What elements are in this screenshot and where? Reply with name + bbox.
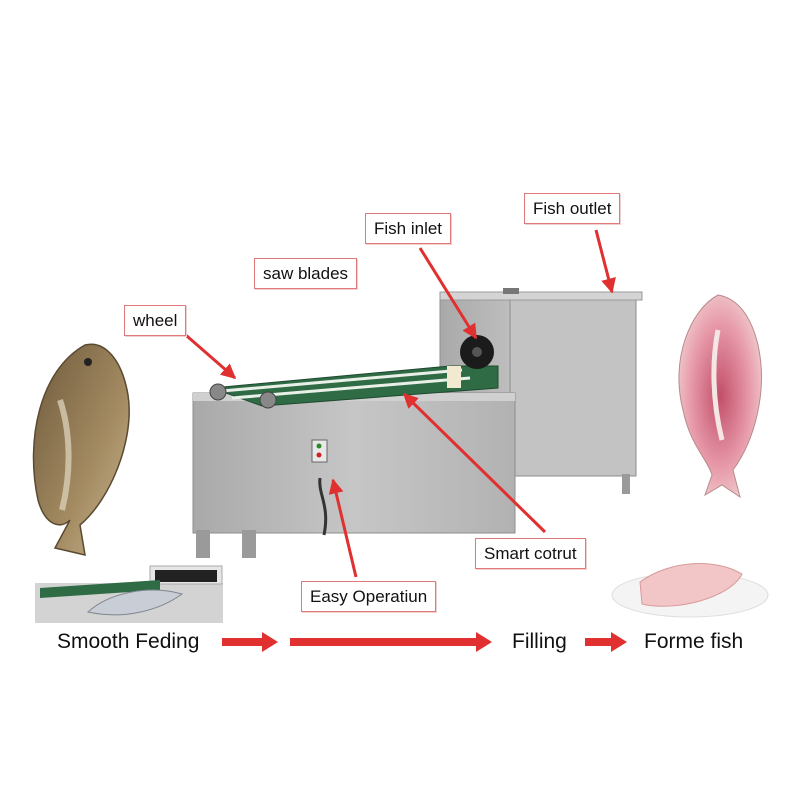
- easy-operation-label: Easy Operatiun: [301, 581, 437, 612]
- process-arrows: [222, 632, 627, 652]
- fish-outlet-pointer: [594, 229, 616, 294]
- step-feeding: Smooth Feding: [57, 630, 200, 653]
- filleting-machine: [192, 288, 643, 558]
- feeding-inset-image: [35, 565, 223, 623]
- fish-inlet-label: Fish inlet: [365, 213, 452, 244]
- step-formed-fish: Forme fish: [644, 630, 744, 653]
- fillet-plate-image: [611, 563, 769, 618]
- cut-fish-image: [678, 294, 762, 499]
- step-filling: Filling: [512, 630, 567, 653]
- fish-outlet-label: Fish outlet: [524, 193, 621, 224]
- whole-fish-image: [32, 343, 130, 556]
- wheel-label: wheel: [124, 305, 187, 336]
- easy-operation-pointer: [328, 478, 358, 578]
- flow-arrow-1: [222, 632, 278, 652]
- flow-arrow-2: [290, 632, 492, 652]
- smart-control-pointer: [402, 392, 547, 534]
- wheel-pointer: [179, 328, 237, 380]
- saw-blades-label: saw blades: [254, 258, 358, 289]
- smart-control-label: Smart cotrut: [475, 538, 586, 569]
- fish-inlet-pointer: [418, 247, 478, 340]
- callout-arrows: [179, 229, 616, 578]
- flow-arrow-3: [585, 632, 627, 652]
